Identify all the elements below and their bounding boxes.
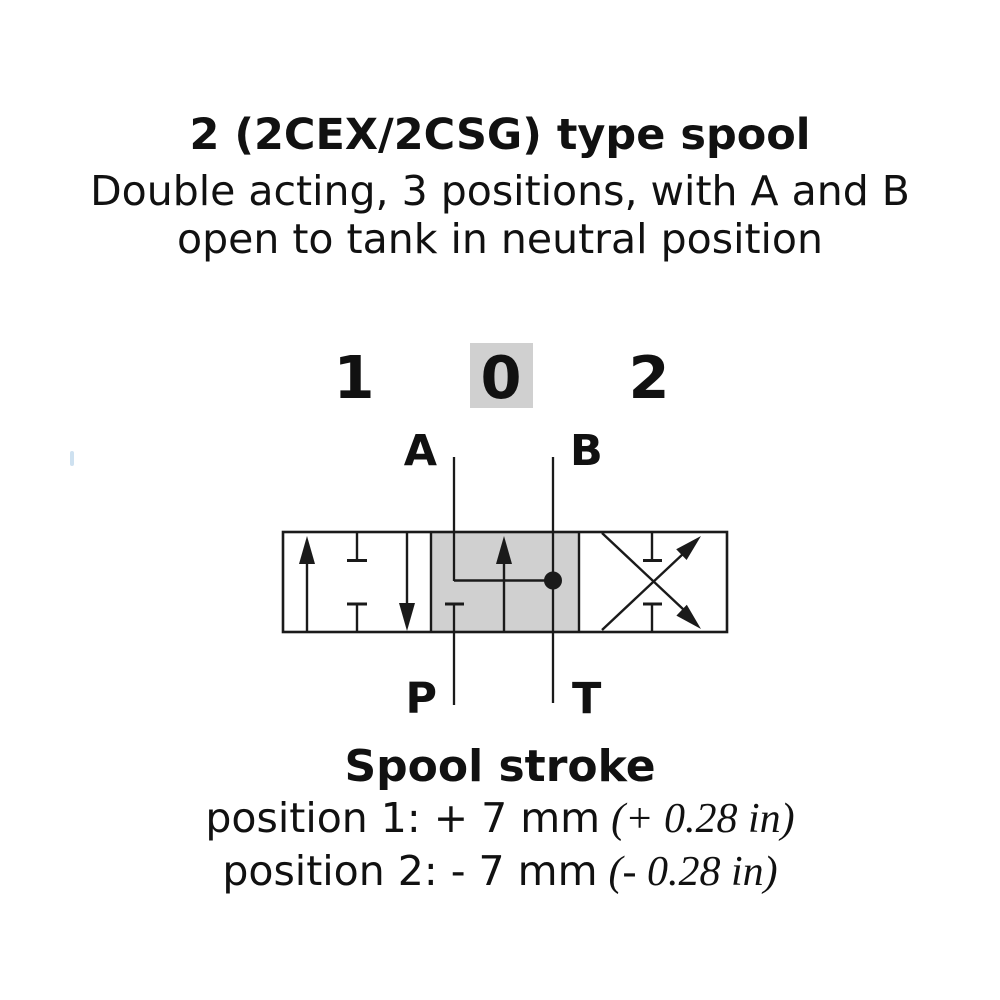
spool-stroke-row-1: position 1: + 7 mm(+ 0.28 in) bbox=[0, 794, 1000, 843]
center-up-flow-arrowhead bbox=[496, 536, 512, 564]
spool-position-0-label: 0 bbox=[480, 343, 522, 412]
spool-position-1-label: 1 bbox=[333, 343, 375, 412]
scan-artifact-mark bbox=[70, 451, 74, 466]
stroke-row-2-imperial: (- 0.28 in) bbox=[608, 849, 778, 895]
cross-down-arrowhead bbox=[676, 604, 701, 629]
position-0-symbol bbox=[445, 536, 562, 632]
cross-down-flow-line bbox=[601, 532, 685, 611]
position-2-symbol bbox=[601, 532, 701, 632]
spool-position-2-label: 2 bbox=[628, 343, 670, 412]
stroke-row-1-imperial: (+ 0.28 in) bbox=[611, 796, 795, 842]
page-subtitle: Double acting, 3 positions, with A and B… bbox=[0, 167, 1000, 263]
page-title: 2 (2CEX/2CSG) type spool bbox=[189, 110, 811, 160]
cross-up-arrowhead bbox=[676, 536, 701, 560]
spool-stroke-row-2: position 2: - 7 mm(- 0.28 in) bbox=[0, 847, 1000, 896]
port-label-A: A bbox=[403, 426, 437, 476]
stroke-row-1-metric: position 1: + 7 mm bbox=[205, 794, 601, 842]
spool-stroke-heading: Spool stroke bbox=[344, 741, 656, 792]
subtitle-line-2: open to tank in neutral position bbox=[177, 215, 823, 263]
up-flow-arrowhead bbox=[299, 536, 315, 564]
port-label-B: B bbox=[570, 426, 603, 476]
port-label-T: T bbox=[572, 674, 602, 724]
position-1-symbol bbox=[299, 532, 415, 632]
down-flow-arrowhead bbox=[399, 603, 415, 631]
cross-up-flow-line bbox=[601, 552, 685, 631]
subtitle-line-1: Double acting, 3 positions, with A and B bbox=[90, 167, 910, 215]
port-label-P: P bbox=[405, 674, 437, 724]
stroke-row-2-metric: position 2: - 7 mm bbox=[222, 847, 598, 895]
junction-dot bbox=[544, 571, 562, 590]
neutral-position-highlight bbox=[470, 343, 533, 408]
